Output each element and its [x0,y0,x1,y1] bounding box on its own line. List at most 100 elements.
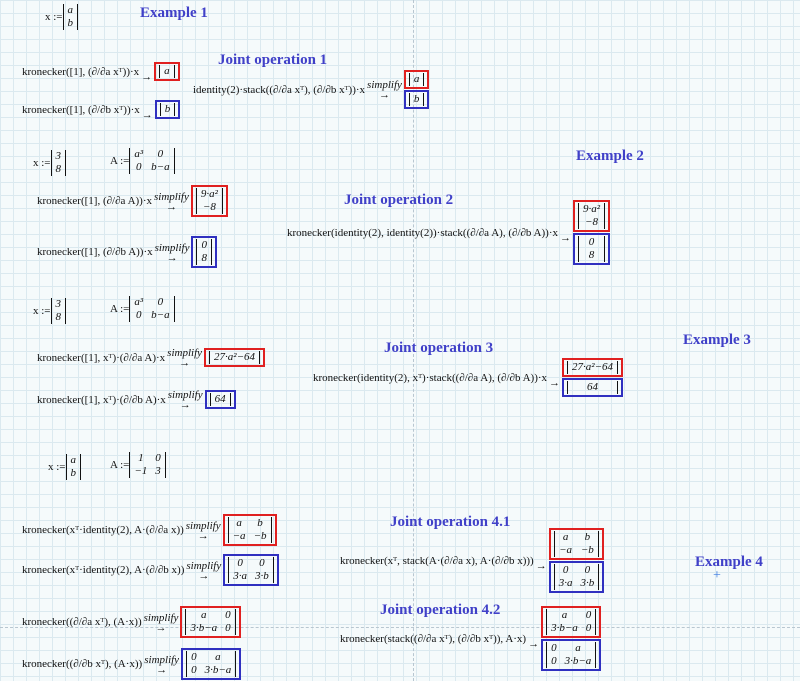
evaluation-operator: simplify→ [367,79,402,101]
matrix-cell: 0 [136,309,142,321]
section-title: Joint operation 4.1 [390,514,511,530]
matrix-cell: 64 [587,381,599,393]
result-box-blue: 64 [204,390,236,409]
matrix-cell: 8 [201,252,207,264]
evaluation-operator: → [528,629,539,650]
matrix-cell: 0 [259,557,265,569]
matrix-cell: a [575,642,581,654]
section-title: Example 4 [695,554,763,570]
evaluation-operator: simplify→ [168,390,203,411]
expression-text: kronecker([1], (∂/∂a xᵀ))·x [22,65,140,78]
result-box-red: a [403,70,430,89]
matrix-cell: 0 [551,655,557,667]
math-region[interactable]: kronecker(identity(2), xᵀ)·stack((∂/∂a A… [313,358,624,397]
operator-keyword: simplify [367,79,402,91]
matrix-cell: b−a [151,309,170,321]
result-box-red: 9·a²−8 [572,200,611,232]
page-boundary-vertical [413,0,414,681]
math-region[interactable]: kronecker(stack((∂/∂a xᵀ), (∂/∂b xᵀ)), A… [340,606,602,671]
math-region[interactable]: kronecker([1], (∂/∂a xᵀ))·x → a [22,62,180,83]
expression-text: x := [45,11,63,23]
matrix-cell: 0 [201,239,207,251]
arrow-icon: → [141,71,153,83]
operator-keyword: simplify [144,653,180,666]
matrix-cell: b [164,103,171,115]
matrix-cell: 3·b−a [564,655,592,667]
matrix-cell: 0 [225,609,231,621]
expression-text: x := [33,157,51,169]
evaluation-operator: simplify→ [144,653,180,675]
matrix-cell: b [413,93,420,105]
matrix-cell: −a [232,530,246,542]
operator-keyword: simplify [186,559,222,572]
matrix-cell: −8 [202,201,216,213]
matrix-cell: b [584,531,591,543]
evaluation-operator: simplify→ [167,348,202,369]
matrix-cell: b−a [151,161,170,173]
arrow-icon: → [179,357,191,369]
evaluation-operator: → [536,551,547,572]
matrix-cell: 0 [157,148,164,160]
operator-keyword: simplify [185,519,221,532]
expression-text: kronecker([1], (∂/∂b xᵀ))·x [22,103,140,116]
evaluation-operator: simplify→ [144,612,179,633]
matrix-cell: b [257,517,263,529]
arrow-icon: → [378,89,390,101]
matrix-cell: 1 [138,452,144,464]
matrix-cell: 27·a²−64 [214,351,255,363]
matrix-cell: a [561,609,568,621]
result-box-red: 27·a²−64 [204,348,265,367]
matrix-cell: 3·b−a [190,622,218,634]
matrix-cell: a [164,65,170,77]
matrix-cell: 0 [191,651,197,663]
matrix-cell: −b [253,530,267,542]
matrix-cell: 3·b [580,577,595,589]
section-title: Joint operation 3 [384,340,494,356]
matrix-cell: 3 [155,465,161,477]
math-region[interactable]: kronecker(xᵀ·identity(2), A·(∂/∂b x))sim… [22,554,279,586]
matrix-cell: a³ [134,148,144,160]
math-region[interactable]: kronecker(identity(2), identity(2))·stac… [287,200,611,265]
result-box-blue: b [154,100,181,119]
expression-text: kronecker(identity(2), xᵀ)·stack((∂/∂a A… [313,371,548,384]
arrow-icon: → [141,109,153,121]
evaluation-operator: simplify→ [155,242,190,263]
result-box-blue: 64 [562,378,624,397]
matrix-cell: 3·a [233,570,247,582]
math-region[interactable]: kronecker([1], (∂/∂b xᵀ))·x → b [22,100,181,121]
math-region[interactable]: identity(2)·stack((∂/∂a xᵀ), (∂/∂b xᵀ))·… [193,70,430,109]
expression-text: kronecker([1], xᵀ)·(∂/∂a A)·x [37,351,166,364]
math-region[interactable]: kronecker(xᵀ, stack(A·(∂/∂a x), A·(∂/∂b … [340,528,605,593]
matrix-cell: a [562,531,569,543]
section-title: Example 2 [576,148,644,164]
matrix-cell: a³ [134,296,144,308]
matrix-cell: 3 [55,298,62,310]
result-box-red: 9·a²−8 [190,185,228,217]
expression-text: kronecker(identity(2), identity(2))·stac… [287,226,558,239]
matrix-cell: 8 [588,249,595,261]
matrix-cell: 0 [157,296,164,308]
matrix-cell: a [201,609,207,621]
matrix-cell: a [70,454,77,466]
math-region[interactable]: kronecker(xᵀ·identity(2), A·(∂/∂a x))sim… [22,514,277,546]
